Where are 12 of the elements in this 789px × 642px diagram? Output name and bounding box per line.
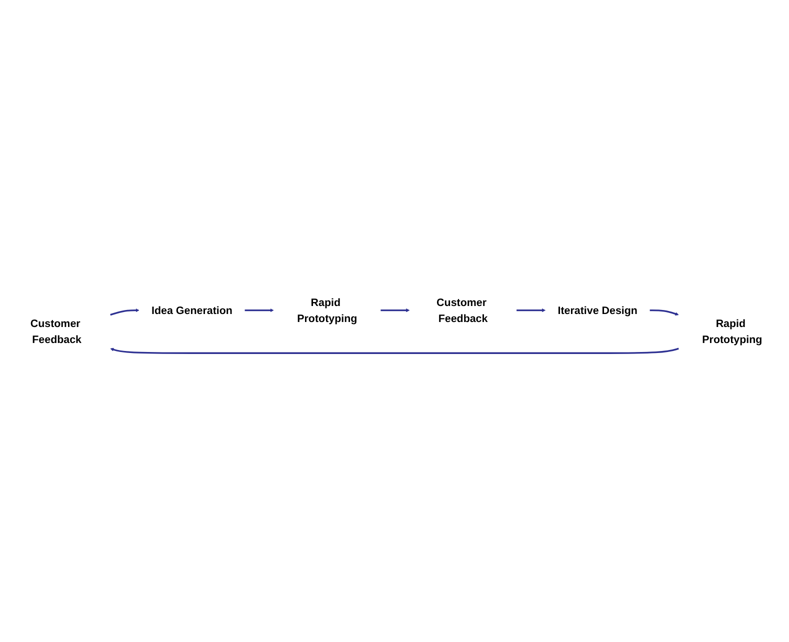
arrow bbox=[110, 308, 140, 316]
arrow bbox=[110, 348, 679, 354]
arrow bbox=[244, 308, 274, 312]
node-text: Rapid Prototyping bbox=[702, 317, 762, 346]
arrow bbox=[380, 308, 410, 312]
arrow bbox=[516, 308, 546, 312]
node-text: Customer Feedback bbox=[436, 296, 488, 324]
arrow bbox=[650, 309, 679, 316]
node-text: Idea Generation bbox=[152, 304, 232, 316]
node-text: Rapid Prototyping bbox=[297, 296, 358, 324]
node-text: Customer Feedback bbox=[30, 317, 82, 346]
node-text: Iterative Design bbox=[558, 304, 638, 316]
